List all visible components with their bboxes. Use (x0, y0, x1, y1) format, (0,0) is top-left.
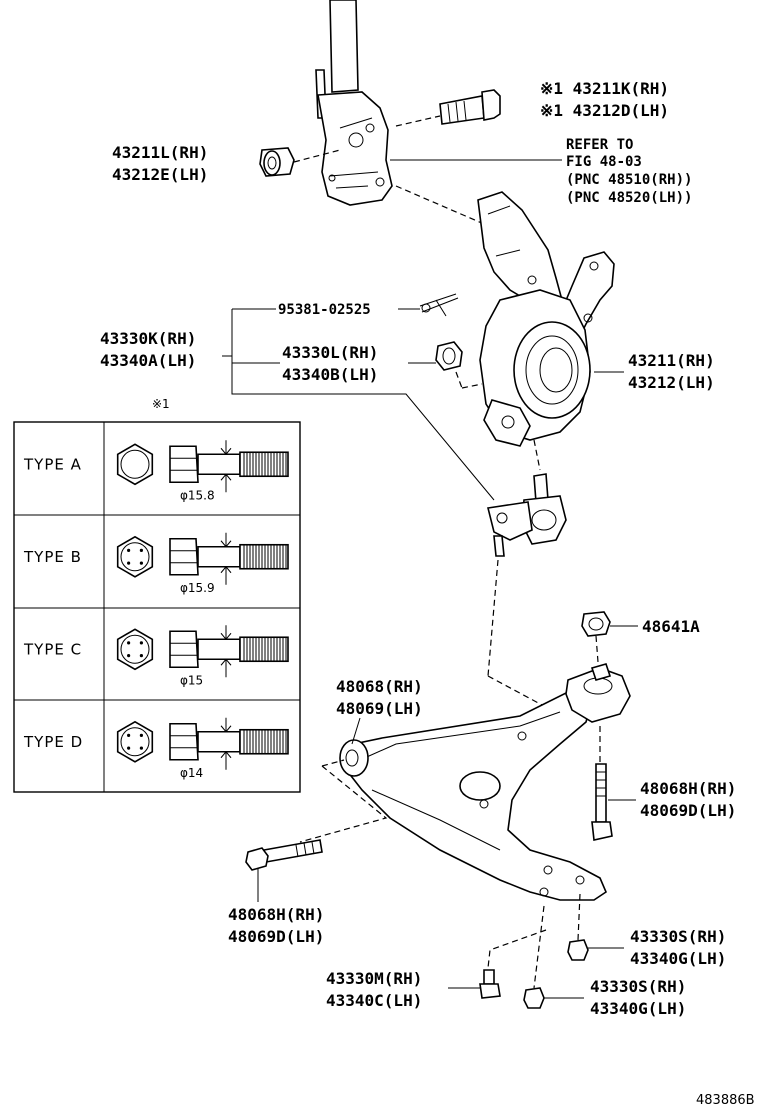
type-diameter: φ15 (180, 673, 203, 687)
steering-knuckle (477, 191, 615, 447)
type-row: TYPE B φ15.9 (23, 532, 289, 595)
label-knuckle-rh: 43211(RH) (628, 351, 715, 370)
strut-nut (259, 147, 341, 177)
vertical-bolt (591, 763, 613, 841)
front-bolt (245, 839, 323, 871)
label-refer-3: (PNC 48510(RH)) (566, 172, 692, 188)
cotter-pin (419, 293, 459, 317)
upper-bolt (395, 89, 501, 127)
label-knuckle-lh: 43212(LH) (628, 373, 715, 392)
lower-control-arm (339, 663, 631, 901)
label-nut-joint-lh: 43340B(LH) (282, 365, 378, 384)
bolt-head-face-icon (116, 628, 154, 671)
bolt-head-face-icon (116, 535, 154, 578)
label-refer-4: (PNC 48520(LH)) (566, 190, 692, 206)
rear-nut-1 (567, 893, 589, 961)
type-row: TYPE D φ14 (23, 717, 289, 780)
figure-id: 483886B (696, 1093, 755, 1108)
bolt-side-icon (169, 722, 199, 761)
label-bolt-bottom-rh: 43330M(RH) (326, 969, 422, 988)
label-nut-48641a: 48641A (642, 617, 700, 636)
label-bolt-vert-rh: 48068H(RH) (640, 779, 736, 798)
type-label: TYPE C (23, 640, 82, 658)
label-nut-rear2-lh: 43340G(LH) (590, 999, 686, 1018)
type-diameter: φ15.9 (180, 581, 215, 595)
rear-nut-2 (523, 905, 545, 1009)
bolt-head-face-icon (116, 720, 154, 763)
label-bolt-upper-lh: ※1 43212D(LH) (540, 101, 669, 120)
label-nut-rear1-rh: 43330S(RH) (630, 927, 726, 946)
label-bolt-vert-lh: 48069D(LH) (640, 801, 736, 820)
type-row: TYPE C φ15 (23, 625, 289, 687)
label-bolt-upper-rh: ※1 43211K(RH) (540, 79, 669, 98)
strut-assembly (315, 0, 393, 206)
bolt-side-icon (169, 537, 199, 576)
type-label: TYPE B (23, 548, 82, 566)
ball-joint (487, 439, 567, 557)
label-nut-strut-lh: 43212E(LH) (112, 165, 208, 184)
bolt-side-icon (169, 630, 199, 669)
label-arm-rh: 48068(RH) (336, 677, 423, 696)
type-row: TYPE A φ15.8 (23, 440, 289, 502)
label-bolt-bottom-lh: 43340C(LH) (326, 991, 422, 1010)
label-joint-rh: 43330K(RH) (100, 329, 196, 348)
label-nut-rear1-lh: 43340G(LH) (630, 949, 726, 968)
label-nut-joint-rh: 43330L(RH) (282, 343, 378, 362)
type-diameter: φ15.8 (180, 488, 215, 502)
label-bolt-front-lh: 48069D(LH) (228, 927, 324, 946)
bottom-bolt (479, 929, 547, 999)
label-bolt-front-rh: 48068H(RH) (228, 905, 324, 924)
bolt-head-face-icon (116, 443, 154, 486)
label-refer-2: FIG 48-03 (566, 154, 642, 170)
type-diameter: φ14 (180, 766, 203, 780)
label-arm-lh: 48069(LH) (336, 699, 423, 718)
label-refer-1: REFER TO (566, 137, 633, 153)
label-nut-strut-rh: 43211L(RH) (112, 143, 208, 162)
joint-nut (435, 341, 483, 389)
label-note-mark: ※1 (152, 397, 170, 411)
type-label: TYPE D (23, 733, 83, 751)
label-nut-rear2-rh: 43330S(RH) (590, 977, 686, 996)
label-pin: 95381-02525 (278, 302, 371, 318)
bolt-side-icon (169, 445, 199, 484)
nut-48641a (581, 611, 611, 637)
label-joint-lh: 43340A(LH) (100, 351, 196, 370)
type-label: TYPE A (23, 455, 82, 473)
